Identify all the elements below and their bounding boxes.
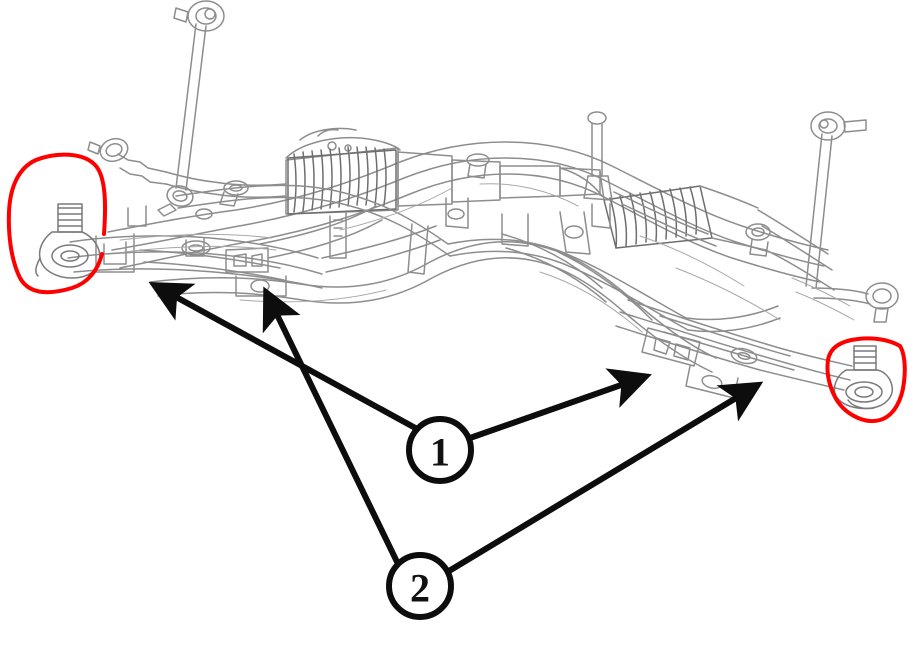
red-circle-right-ball-joint: [825, 336, 907, 423]
callout-1-label: 1: [430, 430, 450, 475]
leader-1-right: [469, 368, 652, 441]
ball-joint-left: [35, 203, 101, 279]
control-arm-right: [615, 299, 853, 399]
leader-1-left: [148, 281, 421, 433]
leader-2-right: [447, 381, 764, 574]
leader-2-left: [262, 286, 402, 568]
callout-2-circle[interactable]: [386, 552, 454, 620]
shading-contours: [119, 183, 855, 333]
stabilizer-link-right: [805, 111, 899, 323]
stabilizer-link-left: [157, 0, 225, 217]
subframe-brackets: [329, 111, 613, 275]
ball-joint-right: [833, 345, 894, 410]
callout-2-label: 2: [410, 566, 430, 611]
stabilizer-bar: [175, 184, 781, 333]
linework-group: [35, 0, 899, 410]
callout-2-group[interactable]: 2: [262, 286, 764, 620]
callout-1-circle[interactable]: [406, 416, 474, 484]
callout-1-group[interactable]: 1: [148, 281, 652, 484]
red-circle-left-ball-joint: [6, 152, 108, 295]
steering-boot-left: [287, 146, 397, 215]
